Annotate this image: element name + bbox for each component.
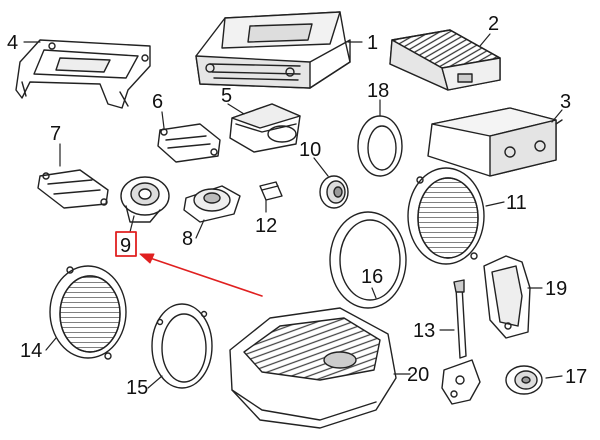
callout-20: 20	[407, 364, 429, 386]
leader-lines	[23, 33, 563, 389]
callout-18: 18	[367, 80, 389, 102]
leader-3	[551, 109, 563, 123]
callout-14: 14	[20, 340, 42, 362]
callout-6: 6	[152, 91, 163, 113]
callout-12: 12	[255, 215, 277, 237]
highlight-arrow	[139, 253, 263, 297]
part-11-speaker-grille	[407, 167, 485, 265]
part-16-large-ring	[329, 211, 407, 309]
leader-14	[45, 337, 57, 351]
callout-11: 11	[506, 192, 527, 214]
callout-9: 9	[120, 235, 131, 257]
leader-15	[147, 375, 163, 389]
callout-15: 15	[126, 377, 148, 399]
part-6-small-module	[157, 123, 221, 163]
callout-2: 2	[488, 13, 499, 35]
leader-10	[313, 157, 329, 177]
part-17-small-speaker	[505, 365, 543, 395]
part-15-speaker-ring	[151, 303, 213, 389]
callout-5: 5	[221, 85, 232, 107]
callout-19: 19	[545, 278, 567, 300]
part-9-tweeter	[120, 176, 170, 223]
part-20-subwoofer-enclosure	[229, 307, 397, 429]
leader-16	[371, 287, 377, 299]
highlight-box-9	[115, 231, 137, 257]
part-1-head-unit	[195, 11, 351, 89]
part-2-amplifier	[389, 29, 501, 91]
callout-16: 16	[361, 266, 383, 288]
part-18-speaker-ring	[357, 115, 403, 177]
leader-17	[545, 375, 563, 379]
leader-8	[195, 219, 205, 239]
leader-2	[479, 33, 491, 47]
part-13-strut	[441, 279, 481, 405]
leader-6	[161, 111, 165, 129]
part-12-connector	[259, 181, 283, 201]
callout-13: 13	[413, 320, 435, 342]
part-14-speaker-grille	[49, 265, 127, 360]
callout-1: 1	[367, 32, 378, 54]
leader-5	[227, 103, 245, 115]
part-7-small-module	[37, 169, 109, 209]
part-19-bracket	[483, 255, 531, 339]
callout-3: 3	[560, 91, 571, 113]
callout-7: 7	[50, 123, 61, 145]
leader-9	[129, 215, 135, 233]
callout-10: 10	[299, 139, 321, 161]
callout-8: 8	[182, 228, 193, 250]
part-5-module	[229, 103, 301, 153]
part-4-mounting-bracket	[15, 39, 151, 109]
callout-labels: 1 2 3 4 5 6 7 8 9 10 11 12 13 14 15 16 1…	[7, 13, 587, 399]
callout-4: 4	[7, 32, 18, 54]
part-3-control-module	[427, 107, 563, 177]
part-8-speaker-base	[183, 185, 241, 223]
callout-17: 17	[565, 366, 587, 388]
leader-11	[485, 201, 505, 207]
part-10-mid-speaker	[319, 175, 349, 209]
